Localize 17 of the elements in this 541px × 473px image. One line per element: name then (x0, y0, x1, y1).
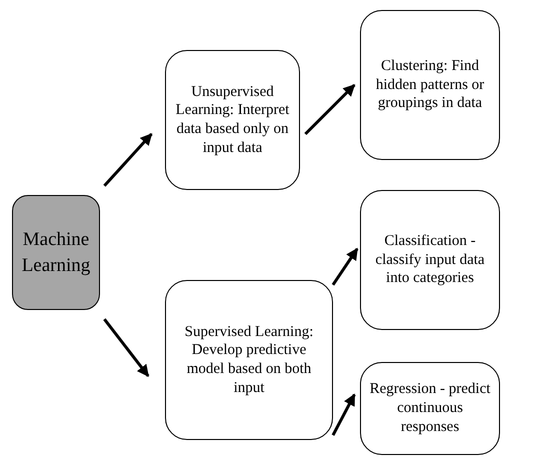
arrow (103, 133, 153, 187)
node-text: Unsupervised Learning: Interpret data based only on input data (174, 82, 290, 158)
rounded-box (360, 362, 500, 455)
arrow (103, 318, 150, 377)
rounded-box (360, 10, 500, 160)
rounded-box (165, 50, 300, 190)
root-box (12, 195, 100, 310)
node-text: Supervised Learning: Develop predictive model based on both input (184, 322, 314, 398)
node-text: Machine Learning (21, 228, 91, 278)
rounded-box (360, 190, 500, 330)
arrow (332, 394, 356, 436)
node-text: Regression - predict continuous responses (369, 380, 491, 437)
arrow (332, 248, 358, 286)
node-text: Clustering: Find hidden patterns or groupings in data (374, 56, 486, 114)
arrow (304, 84, 356, 136)
rounded-box (165, 280, 333, 440)
node-text: Classification - classify input data into categories (374, 232, 486, 288)
